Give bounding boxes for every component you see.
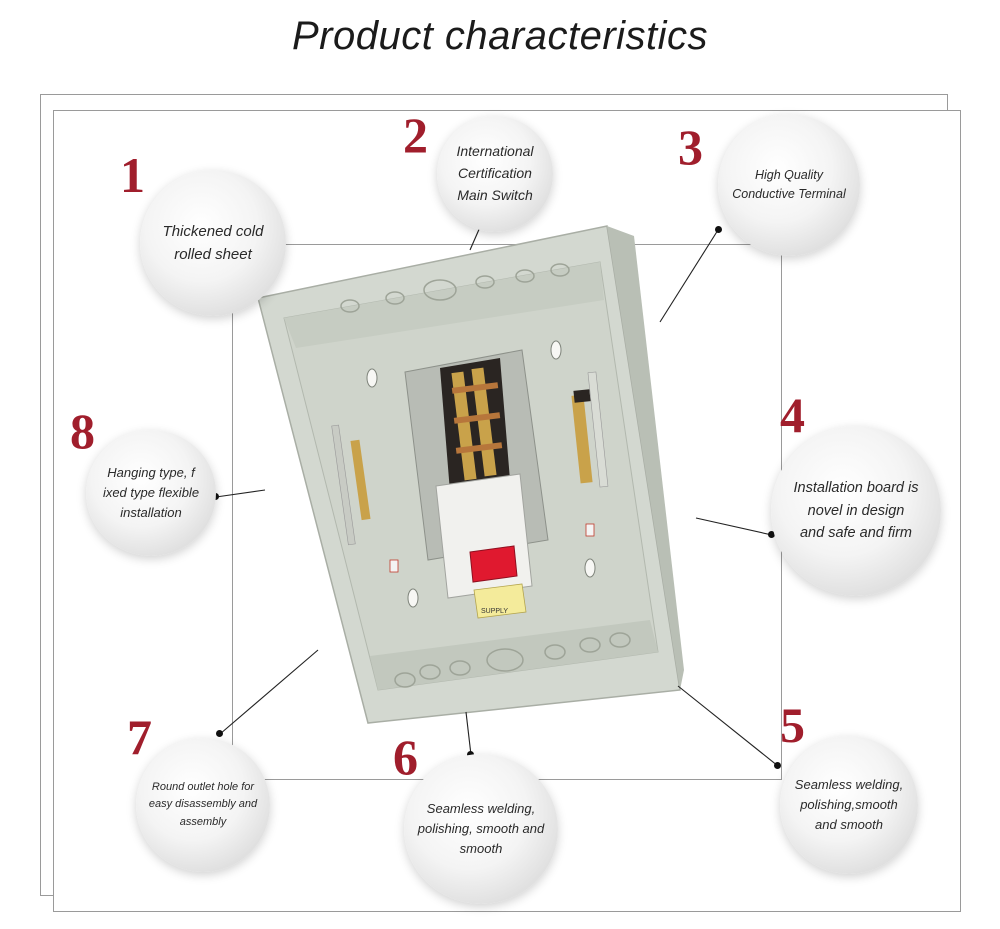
feature-text-4: Installation board is novel in design an…	[793, 480, 919, 542]
feature-number-8: 8	[70, 403, 95, 459]
feature-bubble-2: International Certification Main Switch	[437, 116, 553, 232]
callout-dot-3	[715, 226, 722, 233]
feature-number-6: 6	[393, 729, 418, 785]
feature-bubble-5: Seamless welding, polishing,smooth and s…	[780, 736, 918, 874]
feature-text-7: Round outlet hole for easy disassembly a…	[148, 781, 258, 828]
feature-number-1: 1	[120, 147, 145, 203]
feature-number-4: 4	[780, 387, 805, 443]
feature-bubble-8: Hanging type, f ixed type flexible insta…	[86, 430, 216, 556]
feature-text-6: Seamless welding, polishing, smooth and …	[417, 800, 545, 857]
feature-bubble-1: Thickened cold rolled sheet	[140, 170, 286, 316]
feature-bubble-7: Round outlet hole for easy disassembly a…	[136, 738, 270, 872]
feature-text-1: Thickened cold rolled sheet	[162, 222, 264, 263]
feature-text-5: Seamless welding, polishing,smooth and s…	[794, 776, 904, 833]
page-title: Product characteristics	[291, 14, 709, 58]
feature-text-8: Hanging type, f ixed type flexible insta…	[102, 464, 200, 521]
feature-number-2: 2	[403, 107, 428, 163]
feature-number-5: 5	[780, 697, 805, 753]
feature-bubble-6: Seamless welding, polishing, smooth and …	[404, 754, 558, 904]
feature-bubble-4: Installation board is novel in design an…	[771, 426, 941, 596]
callout-dot-4	[768, 531, 775, 538]
callout-dot-7	[216, 730, 223, 737]
feature-text-2: International Certification Main Switch	[456, 143, 534, 203]
feature-bubble-3: High Quality Conductive Terminal	[718, 114, 860, 256]
feature-text-3: High Quality Conductive Terminal	[732, 167, 846, 201]
feature-number-7: 7	[127, 709, 152, 765]
switch-label: SUPPLY	[481, 608, 508, 615]
callout-dot-5	[774, 762, 781, 769]
feature-number-3: 3	[678, 119, 703, 175]
